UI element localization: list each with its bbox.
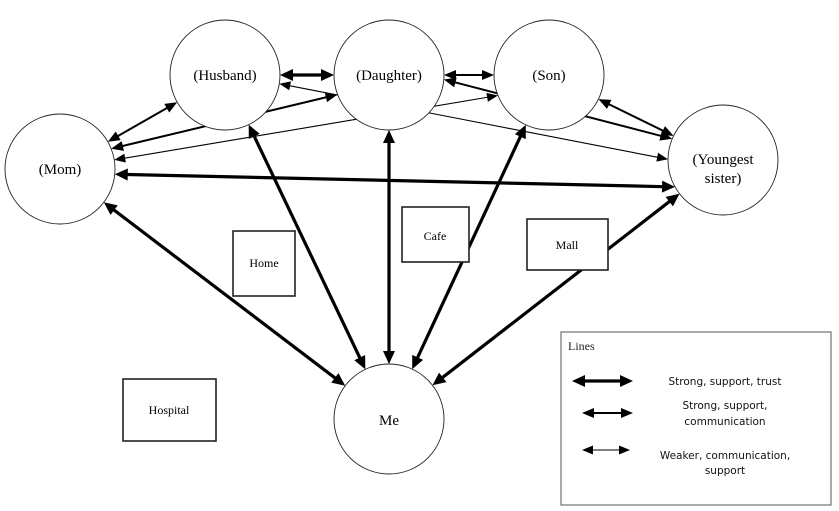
node-youngest-sister: (Youngest sister) (667, 104, 779, 216)
node-mom-label: (Mom) (39, 162, 82, 178)
edge-mom-me (103, 202, 346, 386)
edge-husband-daughter-arrowhead-start (280, 69, 293, 81)
node-daughter: (Daughter) (333, 19, 445, 131)
edge-son-sister (598, 99, 674, 136)
legend-title: Lines (568, 339, 595, 353)
edge-husband-me-arrowhead-start (248, 124, 260, 139)
edge-daughter-son-arrowhead-end (482, 70, 494, 80)
edges-layer (103, 69, 680, 386)
edge-daughter-me-arrowhead-end (383, 351, 395, 364)
place-hospital-label: Hospital (149, 403, 190, 417)
edge-daughter-son-arrowhead-start (444, 70, 456, 80)
node-youngest-sister-label-line1: (Youngest (693, 152, 755, 168)
legend: Lines Strong, support, trust Strong, sup… (560, 331, 832, 506)
edge-son-sister-line (606, 102, 666, 133)
legend-box (560, 331, 832, 506)
edge-sister-me (432, 193, 680, 386)
place-mall-label: Mall (556, 238, 579, 252)
node-husband-circle (169, 19, 281, 131)
edge-sister-me-arrowhead-start (665, 193, 680, 207)
edge-daughter-son (444, 70, 494, 80)
legend-item-strong-communication-label-line1: Strong, support, (683, 400, 768, 412)
node-youngest-sister-label-line2: sister) (705, 171, 742, 187)
edge-mom-husband (107, 102, 178, 142)
edge-mom-husband-arrowhead-end (164, 102, 178, 113)
place-mall-box (526, 218, 609, 271)
edge-mom-husband-line (115, 106, 170, 138)
edge-daughter-sister-arrowhead-start (443, 77, 457, 88)
node-son: (Son) (493, 19, 605, 131)
node-me: Me (333, 363, 445, 475)
node-mom-circle (4, 113, 116, 225)
node-daughter-label: (Daughter) (356, 68, 422, 84)
edge-daughter-me (383, 130, 395, 364)
edge-mom-sister-arrowhead-start (114, 168, 128, 181)
edge-husband-sister-arrowhead-start (279, 81, 291, 91)
node-mom: (Mom) (4, 113, 116, 225)
place-cafe: Cafe (401, 206, 470, 263)
edge-husband-me-line (251, 133, 363, 361)
node-me-circle (333, 363, 445, 475)
place-cafe-label: Cafe (424, 229, 447, 243)
legend-item-weaker-label-line1: Weaker, communication, (660, 450, 790, 462)
edge-mom-me-line (111, 207, 338, 381)
edge-mom-sister (114, 168, 676, 193)
edge-daughter-me-arrowhead-start (383, 130, 395, 143)
place-home: Home (232, 230, 296, 297)
node-son-circle (493, 19, 605, 131)
node-husband: (Husband) (169, 19, 281, 131)
legend-item-strong-trust-label: Strong, support, trust (669, 376, 782, 388)
legend-item-strong-communication-label-line2: communication (684, 416, 765, 428)
edge-sister-me-line (440, 199, 672, 380)
edge-sister-me-arrowhead-end (432, 372, 447, 386)
edge-daughter-sister-arrowhead-end (659, 130, 673, 141)
legend-sample-strong_trust-arrowhead-end (620, 375, 633, 387)
edge-husband-daughter-arrowhead-end (321, 69, 334, 81)
legend-sample-strong_communication-arrowhead-end (621, 408, 633, 418)
edge-mom-me-arrowhead-start (103, 202, 118, 215)
node-son-label: (Son) (532, 68, 565, 84)
legend-samples (572, 375, 633, 455)
edge-mom-daughter-arrowhead-start (111, 141, 124, 151)
edge-mom-son-arrowhead-end (486, 92, 498, 102)
node-husband-label: (Husband) (193, 68, 256, 84)
legend-item-weaker-label-line2: support (705, 465, 745, 477)
place-home-label: Home (249, 256, 278, 270)
place-hospital: Hospital (122, 378, 217, 442)
edge-mom-sister-line (125, 172, 665, 189)
edge-son-me-arrowhead-end (412, 354, 424, 370)
legend-sample-strong_trust-arrowhead-start (572, 375, 585, 387)
node-me-label: Me (379, 413, 399, 429)
legend-sample-weaker-arrowhead-end (619, 445, 630, 455)
edge-husband-daughter (280, 69, 334, 81)
edge-husband-sister-arrowhead-end (656, 152, 669, 162)
edge-mom-son-arrowhead-start (114, 153, 126, 163)
node-youngest-sister-circle (667, 104, 779, 216)
edge-son-me-arrowhead-start (514, 124, 526, 140)
edge-son-sister-arrowhead-start (598, 99, 612, 109)
legend-sample-weaker (582, 445, 630, 455)
edge-mom-me-arrowhead-end (331, 373, 346, 386)
node-daughter-circle (333, 19, 445, 131)
legend-sample-strong_trust (572, 375, 633, 387)
legend-sample-weaker-arrowhead-start (582, 445, 593, 455)
edge-husband-me-arrowhead-end (354, 355, 366, 370)
edge-mom-husband-arrowhead-start (107, 131, 121, 142)
edge-husband-me (248, 124, 366, 370)
place-mall: Mall (526, 218, 609, 271)
edge-mom-sister-arrowhead-end (661, 180, 676, 193)
legend-sample-strong_communication (582, 408, 633, 418)
place-hospital-box (122, 378, 217, 442)
place-home-box (232, 230, 296, 297)
place-cafe-box (401, 206, 470, 263)
legend-sample-strong_communication-arrowhead-start (582, 408, 594, 418)
